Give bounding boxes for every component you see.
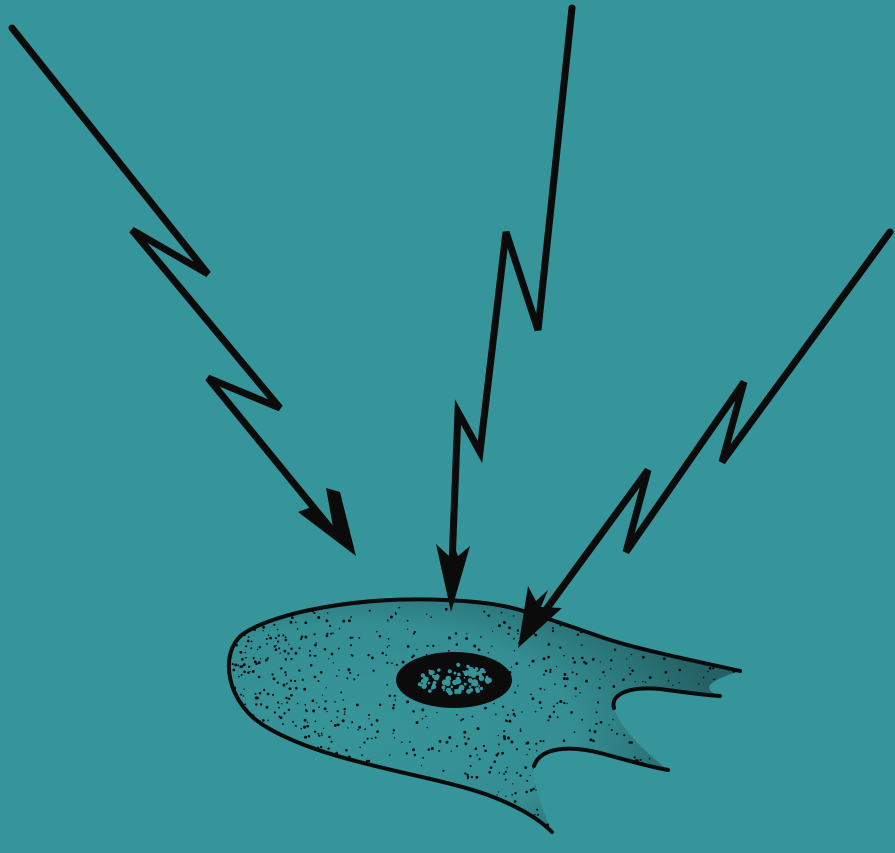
nucleus-speckle [428,669,430,671]
nucleus-speckle [468,667,474,673]
nucleus-speckle [433,681,437,685]
nucleus-speckle [459,685,465,691]
nucleus-speckle [448,690,453,695]
nucleus-speckle [475,687,479,691]
nucleus-speckle [452,680,457,685]
nucleus-speckle [481,687,483,689]
nucleus-speckle [479,676,484,681]
nucleus-speckle [475,672,479,676]
nucleus-speckle [436,674,438,676]
nucleus-speckle [432,675,435,678]
nucleus-speckle [431,687,434,690]
nucleus-speckle [450,686,453,689]
nucleus-speckle [428,689,432,693]
nucleus-speckle [478,685,480,687]
cell-nucleus [396,652,512,708]
nucleus-speckle [423,681,426,684]
nucleus-speckle [445,679,451,685]
nucleus-speckle [456,663,460,667]
nucleus-speckle [464,670,470,676]
nucleus-speckle [437,669,440,672]
nucleus-speckle [454,690,458,694]
nucleus-speckle [469,688,473,692]
nucleus-speckle [423,676,426,679]
nucleus-speckle [464,683,467,686]
nucleus-speckle [448,669,452,673]
nucleus-speckle [443,689,445,691]
nucleus-speckle [464,677,466,679]
nucleus-speckle [453,672,456,675]
nucleus-speckle [472,679,478,685]
nucleus-speckle [485,677,490,682]
nucleus-speckle [430,671,434,675]
nucleus-speckle [428,682,431,685]
nucleus-speckle [442,685,446,689]
nucleus-speckle [457,673,461,677]
nucleus-speckle [469,685,472,688]
nucleus-speckle [475,667,479,671]
nucleus-speckle [418,682,422,686]
nucleus-speckle [468,678,473,683]
nucleus-speckle [480,668,485,673]
